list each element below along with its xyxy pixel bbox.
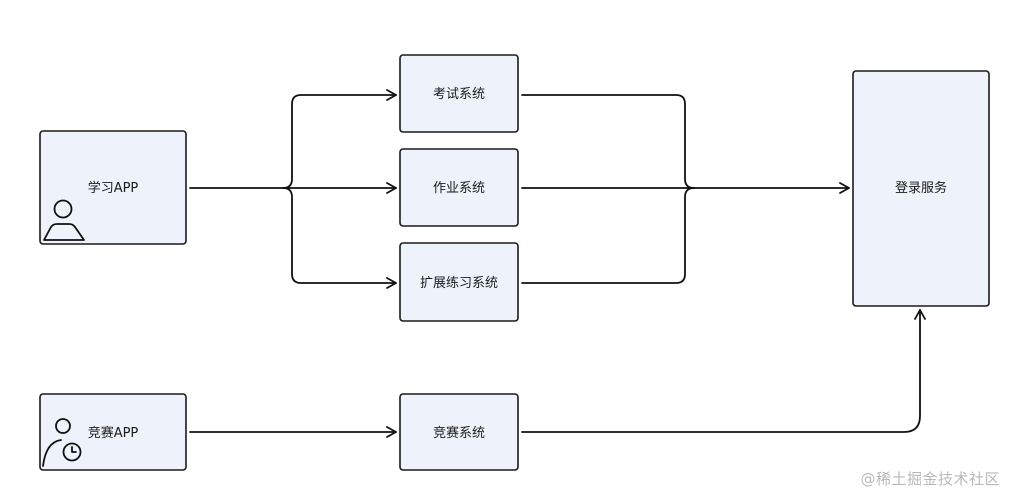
node-homework-system-box — [399, 148, 519, 227]
node-exam-system[interactable]: 考试系统 — [399, 54, 519, 133]
node-contest-system-box — [399, 393, 519, 471]
node-practice-system-label: 扩展练习系统 — [420, 276, 498, 291]
edge-fork-to-practice — [282, 187, 397, 289]
node-practice-system[interactable]: 扩展练习系统 — [399, 242, 519, 322]
edge-exam-to-merge — [521, 94, 695, 189]
node-login-service-label: 登录服务 — [895, 180, 947, 196]
node-contest-system-label: 竞赛系统 — [433, 425, 485, 441]
node-study-app-box — [39, 130, 187, 245]
node-login-service[interactable]: 登录服务 — [852, 70, 990, 307]
user-clock-icon — [42, 418, 82, 467]
node-study-app-label: 学习APP — [88, 180, 139, 196]
node-contest-system[interactable]: 竞赛系统 — [399, 393, 519, 471]
edge-fork-to-exam — [282, 89, 397, 189]
node-exam-system-label: 考试系统 — [433, 87, 485, 102]
node-contest-app[interactable]: 竞赛APP — [39, 393, 187, 471]
node-homework-system-label: 作业系统 — [433, 181, 485, 196]
watermark: @稀土掘金技术社区 — [860, 470, 1000, 488]
node-practice-system-box — [399, 242, 519, 322]
node-homework-system[interactable]: 作业系统 — [399, 148, 519, 227]
node-contest-app-box — [39, 393, 187, 471]
edge-contest-system-to-login — [521, 309, 926, 433]
user-icon — [43, 199, 85, 241]
node-login-service-box — [852, 70, 990, 307]
edges — [189, 89, 926, 438]
edge-practice-to-merge — [521, 187, 695, 284]
node-study-app[interactable]: 学习APP — [39, 130, 187, 245]
node-contest-app-label: 竞赛APP — [88, 425, 139, 441]
node-exam-system-box — [399, 54, 519, 133]
